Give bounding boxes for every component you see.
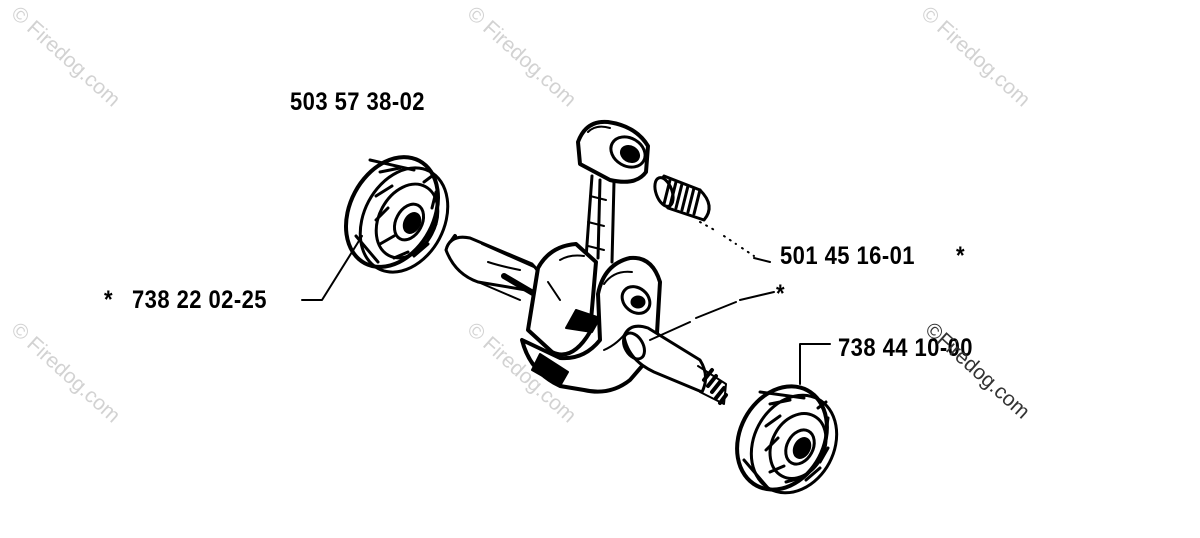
right-bearing-part-number: 738 44 10-00 (838, 334, 973, 362)
left-ball-bearing-drawing (343, 155, 450, 274)
washer-mark: * (776, 280, 786, 308)
right-bearing-leader (799, 343, 831, 385)
crank-webs-drawing (520, 242, 662, 394)
right-shaft-drawing (622, 324, 728, 405)
right-ball-bearing-drawing (735, 384, 839, 495)
leader-lines (301, 221, 831, 385)
washer-leader (649, 291, 775, 341)
left-bearing-leader (301, 235, 363, 301)
left-bearing-part-number: 738 22 02-25 (132, 286, 267, 314)
needle-bearing-leader (753, 257, 771, 263)
crankshaft-part-number: 503 57 38-02 (290, 88, 425, 116)
needle-bearing-part-number: 501 45 16-01 (780, 242, 915, 270)
needle-bearing-dotted-leader (699, 221, 755, 257)
left-bearing-mark: * (104, 286, 114, 314)
connecting-rod-drawing (576, 119, 650, 264)
left-shaft-drawing (444, 234, 543, 301)
needle-bearing-mark: * (956, 242, 966, 270)
needle-bearing-drawing (653, 174, 711, 222)
